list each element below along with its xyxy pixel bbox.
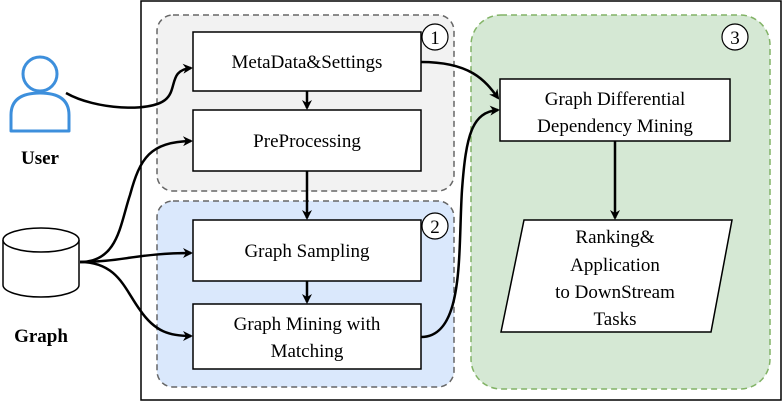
arrow-mining-to-gdd: [420, 105, 500, 339]
svg-text:MetaData&Settings: MetaData&Settings: [232, 52, 383, 73]
svg-text:Matching: Matching: [271, 341, 344, 362]
user-label: User: [21, 148, 60, 169]
svg-text:1: 1: [430, 28, 440, 49]
group-1-number-badge: 1: [421, 23, 449, 51]
preprocessing-node: PreProcessing: [192, 109, 422, 172]
svg-text:Graph Differential: Graph Differential: [545, 89, 686, 110]
group-3-number-badge: 3: [721, 23, 749, 51]
svg-text:Dependency Mining: Dependency Mining: [537, 116, 693, 137]
svg-text:3: 3: [730, 28, 740, 49]
graph-sampling-node: Graph Sampling: [192, 219, 422, 282]
arrow-graph-to-sampling: [79, 248, 193, 264]
group-3-container: [470, 14, 771, 390]
arrow-graph-to-mining: [79, 260, 193, 341]
svg-text:Application: Application: [570, 255, 660, 276]
user-icon: [9, 55, 71, 133]
svg-text:PreProcessing: PreProcessing: [253, 131, 361, 152]
metadata-settings-node: MetaData&Settings: [192, 31, 422, 92]
arrow-user-to-metadata: [65, 63, 193, 109]
arrow-graph-to-preprocessing: [79, 136, 193, 264]
svg-text:2: 2: [430, 217, 440, 238]
group-2-number-badge: 2: [421, 212, 449, 240]
connectors: [65, 60, 620, 341]
gdd-mining-node: Graph Differential Dependency Mining: [499, 78, 731, 142]
svg-text:Graph Mining with: Graph Mining with: [234, 314, 381, 335]
database-icon: [2, 227, 80, 298]
graph-label: Graph: [14, 326, 68, 347]
graph-mining-matching-node: Graph Mining with Matching: [192, 303, 422, 370]
svg-text:Graph Sampling: Graph Sampling: [244, 241, 370, 262]
ranking-application-node: Ranking& Application to DownStream Tasks: [500, 219, 733, 333]
arrow-metadata-to-gdd: [420, 60, 500, 100]
svg-text:to DownStream: to DownStream: [555, 282, 675, 303]
svg-text:Ranking&: Ranking&: [575, 227, 654, 248]
svg-text:Tasks: Tasks: [593, 309, 636, 330]
